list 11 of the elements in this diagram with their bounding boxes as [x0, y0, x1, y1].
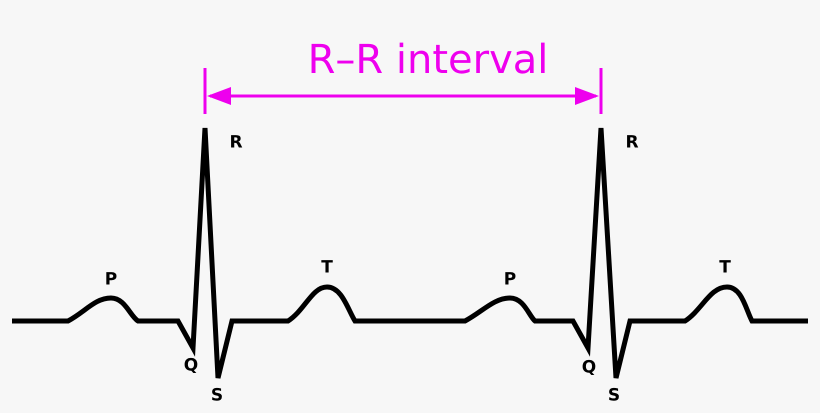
wave-label: S — [608, 388, 620, 404]
wave-label: R — [229, 134, 243, 152]
wave-label: P — [104, 272, 118, 288]
wave-label: R — [625, 134, 639, 152]
interval-label: R–R interval — [308, 40, 548, 80]
wave-label: T — [719, 260, 731, 276]
wave-label: T — [321, 260, 333, 276]
wave-label: S — [210, 388, 224, 404]
wave-label: Q — [184, 358, 198, 374]
wave-label: Q — [582, 360, 596, 376]
wave-label: P — [504, 272, 516, 288]
